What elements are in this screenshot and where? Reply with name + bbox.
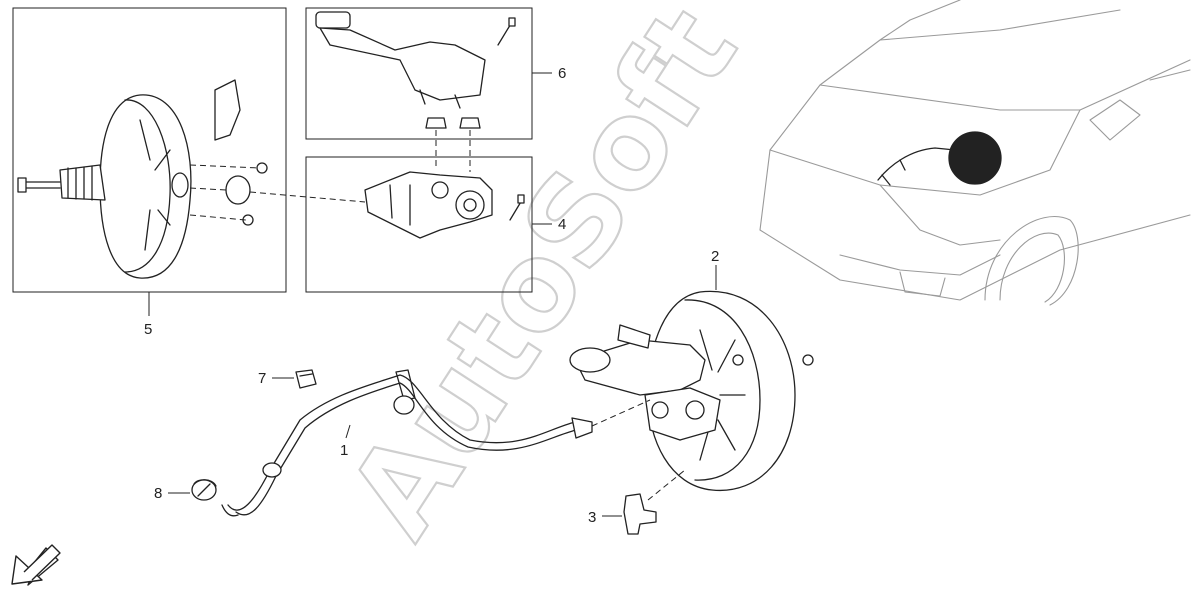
vacuum-sensor [623,493,657,535]
callout-2-label: 2 [711,248,719,265]
brake-booster-assembly [569,290,814,492]
sensor-to-booster-guide [647,469,686,501]
callout-7-label: 7 [258,370,266,387]
booster-location-marker [877,131,1002,186]
reservoir-to-cylinder-guide [435,130,471,172]
callout-1-label: 1 [340,442,348,459]
hose-clip [295,369,317,389]
booster-to-cylinder-guide [189,164,366,221]
callout-4-label: 4 [558,216,566,233]
brake-fluid-reservoir [315,11,516,129]
callout-3-label: 3 [588,509,596,526]
vacuum-hose [221,369,593,517]
arrow-down-left-icon [11,544,61,586]
callout-8-label: 8 [154,485,162,502]
hose-to-booster-guide [591,399,651,427]
callout-1-leader [345,424,351,439]
callout-5-label: 5 [144,321,152,338]
callout-6-label: 6 [558,65,566,82]
hose-clamp [191,479,217,501]
vehicle-outline [759,0,1191,306]
brake-booster-exploded [17,79,268,279]
brake-master-cylinder [364,171,525,239]
